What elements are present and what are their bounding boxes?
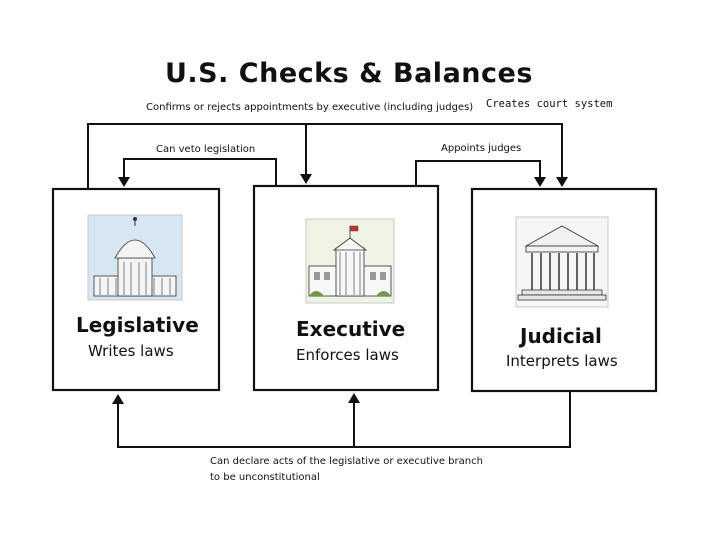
legislative-name: Legislative (76, 313, 199, 337)
supreme-court-icon (515, 216, 609, 308)
appoints-arrow (415, 160, 546, 187)
judicial-role: Interprets laws (506, 352, 618, 370)
veto-label: Can veto legislation (156, 144, 256, 155)
executive-name: Executive (296, 317, 406, 341)
appoints-label: Appoints judges (441, 143, 522, 154)
legislative-role: Writes laws (88, 342, 174, 360)
executive-role: Enforces laws (296, 346, 399, 364)
capitol-building-icon (87, 214, 183, 301)
confirms-label: Confirms or rejects appointments by exec… (146, 102, 474, 113)
diagram-title: U.S. Checks & Balances (165, 58, 533, 89)
confirms-arrow (87, 123, 312, 189)
unconstitutional-label-line2: to be unconstitutional (210, 472, 320, 483)
white-house-icon (305, 218, 395, 304)
unconstitutional-label-line1: Can declare acts of the legislative or e… (210, 456, 483, 467)
unconstitutional-arrow-line (112, 391, 571, 448)
judicial-name: Judicial (520, 324, 602, 348)
veto-arrow (118, 158, 277, 187)
creates-courts-label: Creates court system (486, 98, 613, 110)
creates-courts-arrow (306, 123, 568, 187)
